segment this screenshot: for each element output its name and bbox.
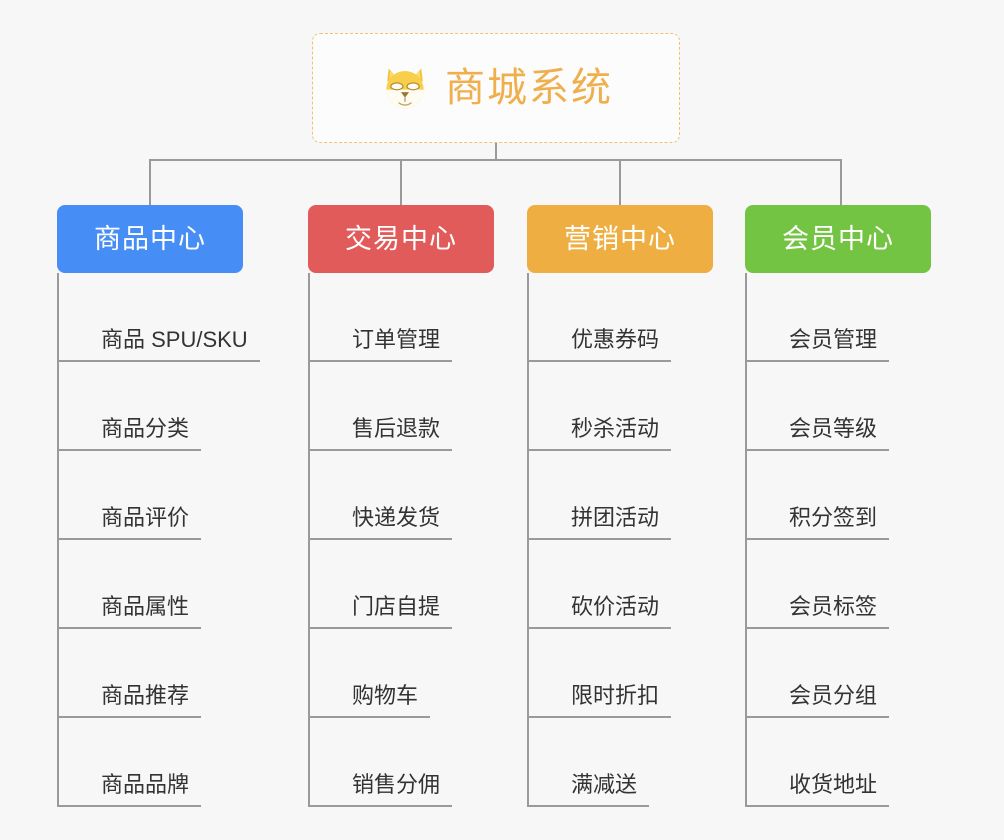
leaf-item[interactable]: 限时折扣: [527, 629, 757, 718]
leaf-item[interactable]: 商品品牌: [57, 718, 287, 807]
root-node[interactable]: 商城系统: [312, 33, 680, 143]
branch-drop-line-3: [619, 159, 621, 205]
leaf-label: 秒杀活动: [529, 418, 672, 451]
leaf-label: 商品 SPU/SKU: [59, 329, 260, 362]
leaf-column-2: 订单管理 售后退款 快递发货 门店自提 购物车 销售分佣: [308, 273, 538, 807]
shiba-dog-face-icon: [386, 68, 424, 109]
leaf-item[interactable]: 销售分佣: [308, 718, 538, 807]
leaf-item[interactable]: 快递发货: [308, 451, 538, 540]
leaf-label: 收货地址: [747, 774, 890, 807]
leaf-item[interactable]: 售后退款: [308, 362, 538, 451]
leaf-item[interactable]: 优惠券码: [527, 273, 757, 362]
branch-drop-line-2: [400, 159, 402, 205]
leaf-label: 商品评价: [59, 507, 202, 540]
leaf-item[interactable]: 会员分组: [745, 629, 975, 718]
branch-header-3[interactable]: 营销中心: [527, 205, 713, 273]
leaf-label: 销售分佣: [310, 774, 453, 807]
leaf-spine-4: [745, 273, 747, 807]
leaf-item[interactable]: 商品推荐: [57, 629, 287, 718]
leaf-label: 商品品牌: [59, 774, 202, 807]
branch-drop-line-4: [840, 159, 842, 205]
leaf-item[interactable]: 商品 SPU/SKU: [57, 273, 287, 362]
branch-header-4[interactable]: 会员中心: [745, 205, 931, 273]
leaf-label: 商品推荐: [59, 685, 202, 718]
leaf-item[interactable]: 门店自提: [308, 540, 538, 629]
root-stem-line: [495, 143, 497, 160]
leaf-label: 优惠券码: [529, 329, 672, 362]
branch-drop-line-1: [149, 159, 151, 205]
leaf-column-4: 会员管理 会员等级 积分签到 会员标签 会员分组 收货地址: [745, 273, 975, 807]
leaf-label: 会员分组: [747, 685, 890, 718]
leaf-item[interactable]: 商品属性: [57, 540, 287, 629]
leaf-label: 商品属性: [59, 596, 202, 629]
leaf-spine-2: [308, 273, 310, 807]
leaf-column-3: 优惠券码 秒杀活动 拼团活动 砍价活动 限时折扣 满减送: [527, 273, 757, 807]
leaf-item[interactable]: 商品评价: [57, 451, 287, 540]
leaf-label: 快递发货: [310, 507, 453, 540]
leaf-item[interactable]: 购物车: [308, 629, 538, 718]
leaf-item[interactable]: 会员等级: [745, 362, 975, 451]
leaf-spine-1: [57, 273, 59, 807]
leaf-item[interactable]: 秒杀活动: [527, 362, 757, 451]
leaf-label: 拼团活动: [529, 507, 672, 540]
branch-bus-line: [149, 159, 842, 161]
leaf-item[interactable]: 会员标签: [745, 540, 975, 629]
branch-4: 会员中心: [745, 205, 931, 273]
root-title: 商城系统: [445, 66, 613, 110]
leaf-label: 会员等级: [747, 418, 890, 451]
leaf-item[interactable]: 满减送: [527, 718, 757, 807]
branch-label-1: 商品中心: [94, 223, 206, 254]
branch-3: 营销中心: [527, 205, 713, 273]
leaf-item[interactable]: 拼团活动: [527, 451, 757, 540]
leaf-column-1: 商品 SPU/SKU 商品分类 商品评价 商品属性 商品推荐 商品品牌: [57, 273, 287, 807]
branch-label-3: 营销中心: [564, 223, 676, 254]
leaf-label: 购物车: [310, 685, 431, 718]
branch-header-2[interactable]: 交易中心: [308, 205, 494, 273]
leaf-spine-3: [527, 273, 529, 807]
leaf-label: 限时折扣: [529, 685, 672, 718]
leaf-label: 售后退款: [310, 418, 453, 451]
branch-header-1[interactable]: 商品中心: [57, 205, 243, 273]
leaf-item[interactable]: 商品分类: [57, 362, 287, 451]
branch-1: 商品中心: [57, 205, 243, 273]
leaf-item[interactable]: 会员管理: [745, 273, 975, 362]
leaf-item[interactable]: 砍价活动: [527, 540, 757, 629]
branch-label-2: 交易中心: [345, 223, 457, 254]
branch-label-4: 会员中心: [782, 223, 894, 254]
leaf-label: 会员标签: [747, 596, 890, 629]
leaf-label: 满减送: [529, 774, 650, 807]
leaf-item[interactable]: 收货地址: [745, 718, 975, 807]
leaf-label: 商品分类: [59, 418, 202, 451]
leaf-label: 积分签到: [747, 507, 890, 540]
leaf-label: 订单管理: [310, 329, 453, 362]
leaf-label: 门店自提: [310, 596, 453, 629]
leaf-label: 会员管理: [747, 329, 890, 362]
leaf-item[interactable]: 订单管理: [308, 273, 538, 362]
leaf-label: 砍价活动: [529, 596, 672, 629]
leaf-item[interactable]: 积分签到: [745, 451, 975, 540]
branch-2: 交易中心: [308, 205, 494, 273]
